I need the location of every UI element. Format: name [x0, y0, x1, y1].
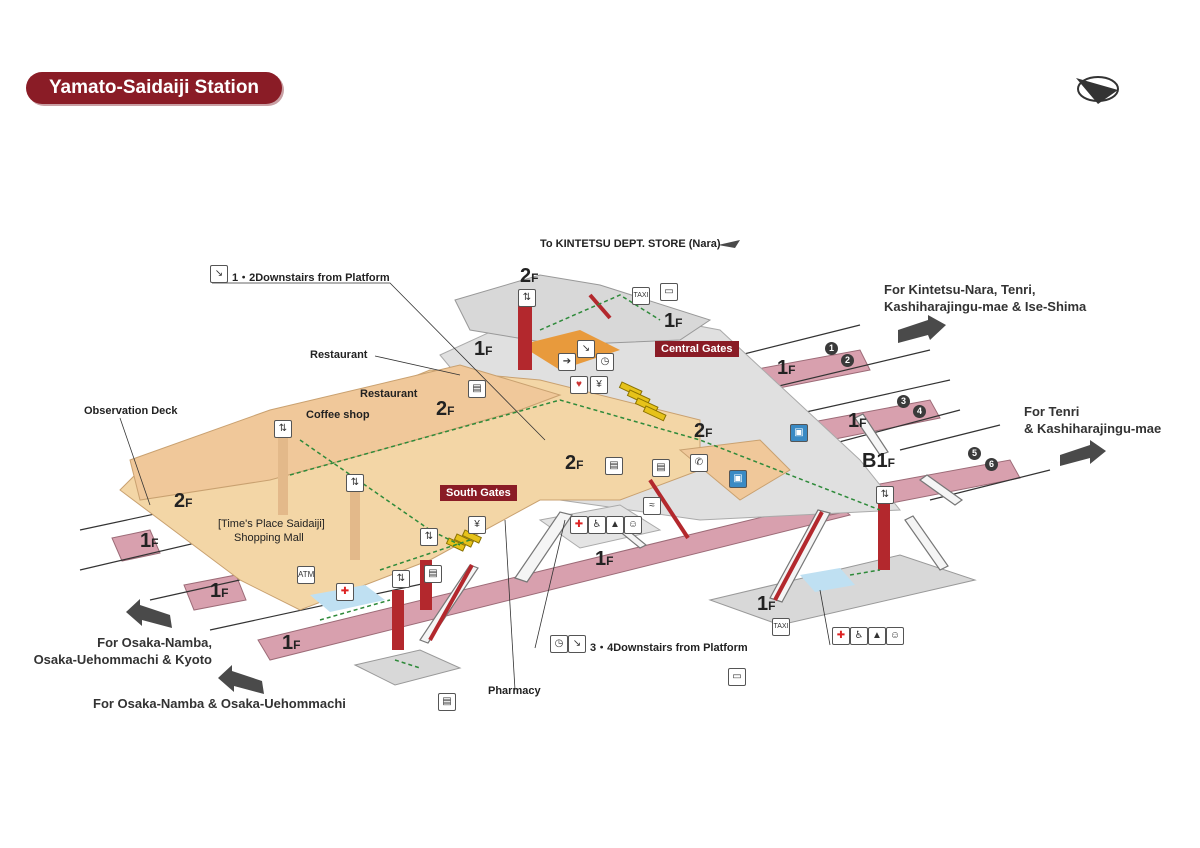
wheelchair-icon: ♿ — [850, 627, 868, 645]
clock-icon: ◷ — [550, 635, 568, 653]
ticket-machine-icon: ▤ — [468, 380, 486, 398]
escalators — [428, 293, 824, 641]
downstairs-34-label: 3・4Downstairs from Platform — [590, 642, 748, 654]
restaurant-label-2: Restaurant — [360, 388, 418, 400]
floor-label: B1F — [862, 450, 895, 472]
floor-label: 1F — [474, 338, 493, 360]
elevator-icon: ⇅ — [420, 528, 438, 546]
floor-label: 1F — [210, 580, 229, 602]
gate-barriers — [445, 381, 667, 552]
platform-number: 4 — [913, 405, 926, 418]
floor-label: 1F — [777, 357, 796, 379]
elevator-icon: ⇅ — [518, 289, 536, 307]
direction-right: For Tenri& Kashiharajingu-mae — [1024, 404, 1162, 436]
aed-icon: ♥ — [570, 376, 588, 394]
direction-upper-right: For Kintetsu-Nara, Tenri,Kashiharajingu-… — [884, 282, 1087, 314]
elevator-icon: ⇅ — [876, 486, 894, 504]
stairs-down-icon: ↘ — [210, 265, 228, 283]
luggage-locker-icon: ▣ — [790, 424, 808, 442]
south-gates-label: South Gates — [440, 485, 517, 501]
floor-label: 1F — [757, 593, 776, 615]
direction-bottom-left: For Osaka-Namba & Osaka-Uehommachi — [93, 696, 346, 711]
floor-label: 1F — [595, 548, 614, 570]
restaurant-label-1: Restaurant — [310, 349, 368, 361]
stairs-down-icon-3: ↘ — [577, 340, 595, 358]
floor-label: 1F — [664, 310, 683, 332]
ticket-machine-icon: ▤ — [424, 565, 442, 583]
telephone-icon: ✆ — [690, 454, 708, 472]
elevator-icon: ⇅ — [346, 474, 364, 492]
atm-icon: ATM — [297, 566, 315, 584]
direction-sign-icon: ➔ — [558, 353, 576, 371]
wheelchair-icon: ♿ — [588, 516, 606, 534]
floor-label: 1F — [282, 632, 301, 654]
luggage-locker-icon: ▣ — [729, 470, 747, 488]
ostomate-icon: ▲ — [606, 516, 624, 534]
floor-2f-upper — [129, 364, 562, 501]
platform-number: 1 — [825, 342, 838, 355]
route-lines — [289, 294, 881, 669]
taxi-icon: TAXI — [632, 287, 650, 305]
pharmacy-label: Pharmacy — [488, 685, 541, 697]
observation-deck-label: Observation Deck — [84, 405, 178, 417]
coffee-shop-label: Coffee shop — [306, 409, 370, 421]
floor-label: 2F — [694, 420, 713, 442]
stairs-down-icon-2: ↘ — [568, 635, 586, 653]
ostomate-icon: ▲ — [868, 627, 886, 645]
floor-label: 1F — [848, 410, 867, 432]
elevator-pillars — [392, 300, 890, 650]
currency-exchange-icon: ¥ — [468, 516, 486, 534]
station-title: Yamato-Saidaiji Station — [26, 72, 282, 104]
baby-care-icon: ☺ — [886, 627, 904, 645]
downstairs-12-label: 1・2Downstairs from Platform — [232, 272, 390, 284]
floor-label: 1F — [140, 530, 159, 552]
top-note: To KINTETSU DEPT. STORE (Nara) — [540, 238, 721, 250]
ticket-machine-icon: ▤ — [605, 457, 623, 475]
platform-number: 3 — [897, 395, 910, 408]
elevator-icon: ⇅ — [392, 570, 410, 588]
floor-label: 2F — [436, 398, 455, 420]
ticket-machine-icon: ▤ — [438, 693, 456, 711]
leader-lines — [119, 282, 831, 691]
platform-number: 2 — [841, 354, 854, 367]
central-gates-label: Central Gates — [655, 341, 739, 357]
ticket-machine-icon: ▤ — [652, 459, 670, 477]
floor-label: 2F — [565, 452, 584, 474]
waiting-area-blue-right — [800, 568, 855, 592]
floor-label: 2F — [520, 265, 539, 287]
platform-number: 6 — [985, 458, 998, 471]
bus-icon: ▭ — [728, 668, 746, 686]
clock-icon-2: ◷ — [596, 353, 614, 371]
pillar-tan — [278, 435, 360, 560]
mall-type-label: Shopping Mall — [234, 532, 304, 544]
restroom-icon: ✚ — [336, 583, 354, 601]
baby-care-icon: ☺ — [624, 516, 642, 534]
north-arrow-icon — [1076, 76, 1119, 104]
currency-exchange-icon: ¥ — [590, 376, 608, 394]
bus-icon: ▭ — [660, 283, 678, 301]
platform-number: 5 — [968, 447, 981, 460]
elevator-icon: ⇅ — [274, 420, 292, 438]
deck-1f-right — [708, 554, 977, 626]
mall-name-label: [Time's Place Saidaiji] — [218, 518, 325, 530]
central-gate-area — [520, 330, 620, 370]
floor-label: 2F — [174, 490, 193, 512]
direction-arrows — [126, 240, 1106, 694]
restroom-icon: ✚ — [570, 516, 588, 534]
deck-1f-bottom-left — [353, 649, 462, 686]
direction-left: For Osaka-Namba,Osaka-Uehommachi & Kyoto — [33, 635, 212, 667]
taxi-icon: TAXI — [772, 618, 790, 636]
restroom-icon: ✚ — [832, 627, 850, 645]
smoking-area-icon: ≈ — [643, 497, 661, 515]
